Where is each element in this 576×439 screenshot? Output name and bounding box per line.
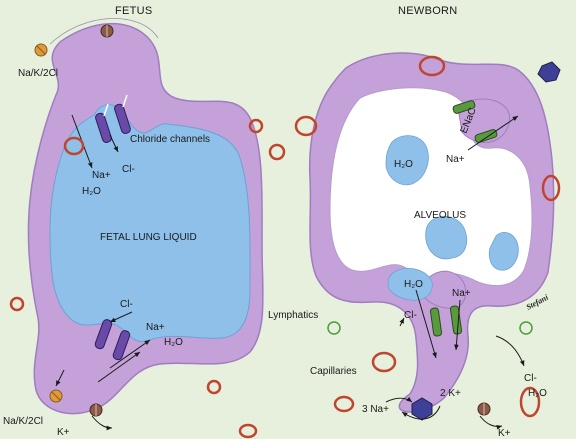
fetus-na-top-label: Na+ <box>92 170 111 181</box>
capillary <box>268 143 286 161</box>
newborn-cl-out-label: Cl- <box>524 373 537 384</box>
fetus-na-bottom-label: Na+ <box>146 322 165 333</box>
newborn-arrows <box>385 115 525 430</box>
capillary <box>206 379 222 395</box>
fetus-cl-top-label: Cl- <box>122 164 135 175</box>
capillary <box>418 55 446 77</box>
newborn-water-blobs <box>385 135 519 301</box>
capillary <box>519 386 541 418</box>
fetus-chloride-channels-label: Chloride channels <box>130 134 210 145</box>
capillary <box>541 174 561 202</box>
fetus-k-bottom-label: K+ <box>57 427 70 438</box>
capillary <box>294 115 318 137</box>
lymphatics <box>327 321 533 335</box>
newborn-top-pump <box>537 61 561 83</box>
capillaries <box>9 55 561 439</box>
fetus-transporter-bottom-label: Na/K/2Cl <box>3 416 43 427</box>
newborn-na-pump-label: 3 Na+ <box>362 404 389 415</box>
capillary <box>248 118 264 134</box>
fetal-top-chloride-channels <box>95 94 131 143</box>
fetus-h2o-bottom-label: H₂O <box>164 337 183 348</box>
lymphatic-vessel <box>519 321 533 335</box>
capillary <box>238 423 258 439</box>
newborn-na-bottom-label: Na+ <box>452 288 471 299</box>
fetus-cl-bottom-label: Cl- <box>120 299 133 310</box>
newborn-na-top-label: Na+ <box>446 154 465 165</box>
capillaries-label: Capillaries <box>310 366 357 377</box>
lymphatics-label: Lymphatics <box>268 310 318 321</box>
fetus-transporter-top-label: Na/K/2Cl <box>18 68 58 79</box>
newborn-k-channel <box>477 402 491 416</box>
lymphatic-vessel <box>327 321 341 335</box>
capillary <box>9 296 25 312</box>
fetal-lung-liquid-label: FETAL LUNG LIQUID <box>100 232 197 243</box>
newborn-h2o-bottom-label: H₂O <box>404 279 423 290</box>
newborn-k-out-label: K+ <box>498 428 511 439</box>
newborn-na-k-atpase <box>411 397 433 421</box>
newborn-enac-channels <box>452 100 498 143</box>
newborn-h2o-out-label: H₂O <box>528 388 547 399</box>
fetal-bottom-k-channel <box>89 403 103 417</box>
fetal-bottom-nakcl-transporter <box>49 389 63 403</box>
newborn-cl-bottom-label: Cl- <box>404 310 417 321</box>
capillary <box>333 395 355 413</box>
fetal-bottom-chloride-channels <box>94 319 131 361</box>
newborn-k-pump-label: 2 K+ <box>440 388 461 399</box>
capillary <box>371 351 397 373</box>
newborn-h2o-top-label: H₂O <box>394 159 413 170</box>
alveolus-label: ALVEOLUS <box>414 210 466 221</box>
fetus-heading: FETUS <box>115 5 153 17</box>
fetal-lung-liquid <box>49 104 251 342</box>
fetal-top-nakcl-transporter <box>34 43 48 57</box>
capillary <box>63 136 85 156</box>
fetal-alveolus <box>27 18 264 415</box>
newborn-heading: NEWBORN <box>398 5 458 17</box>
fetus-h2o-top-label: H₂O <box>82 186 101 197</box>
fetal-top-k-channel <box>100 24 114 38</box>
